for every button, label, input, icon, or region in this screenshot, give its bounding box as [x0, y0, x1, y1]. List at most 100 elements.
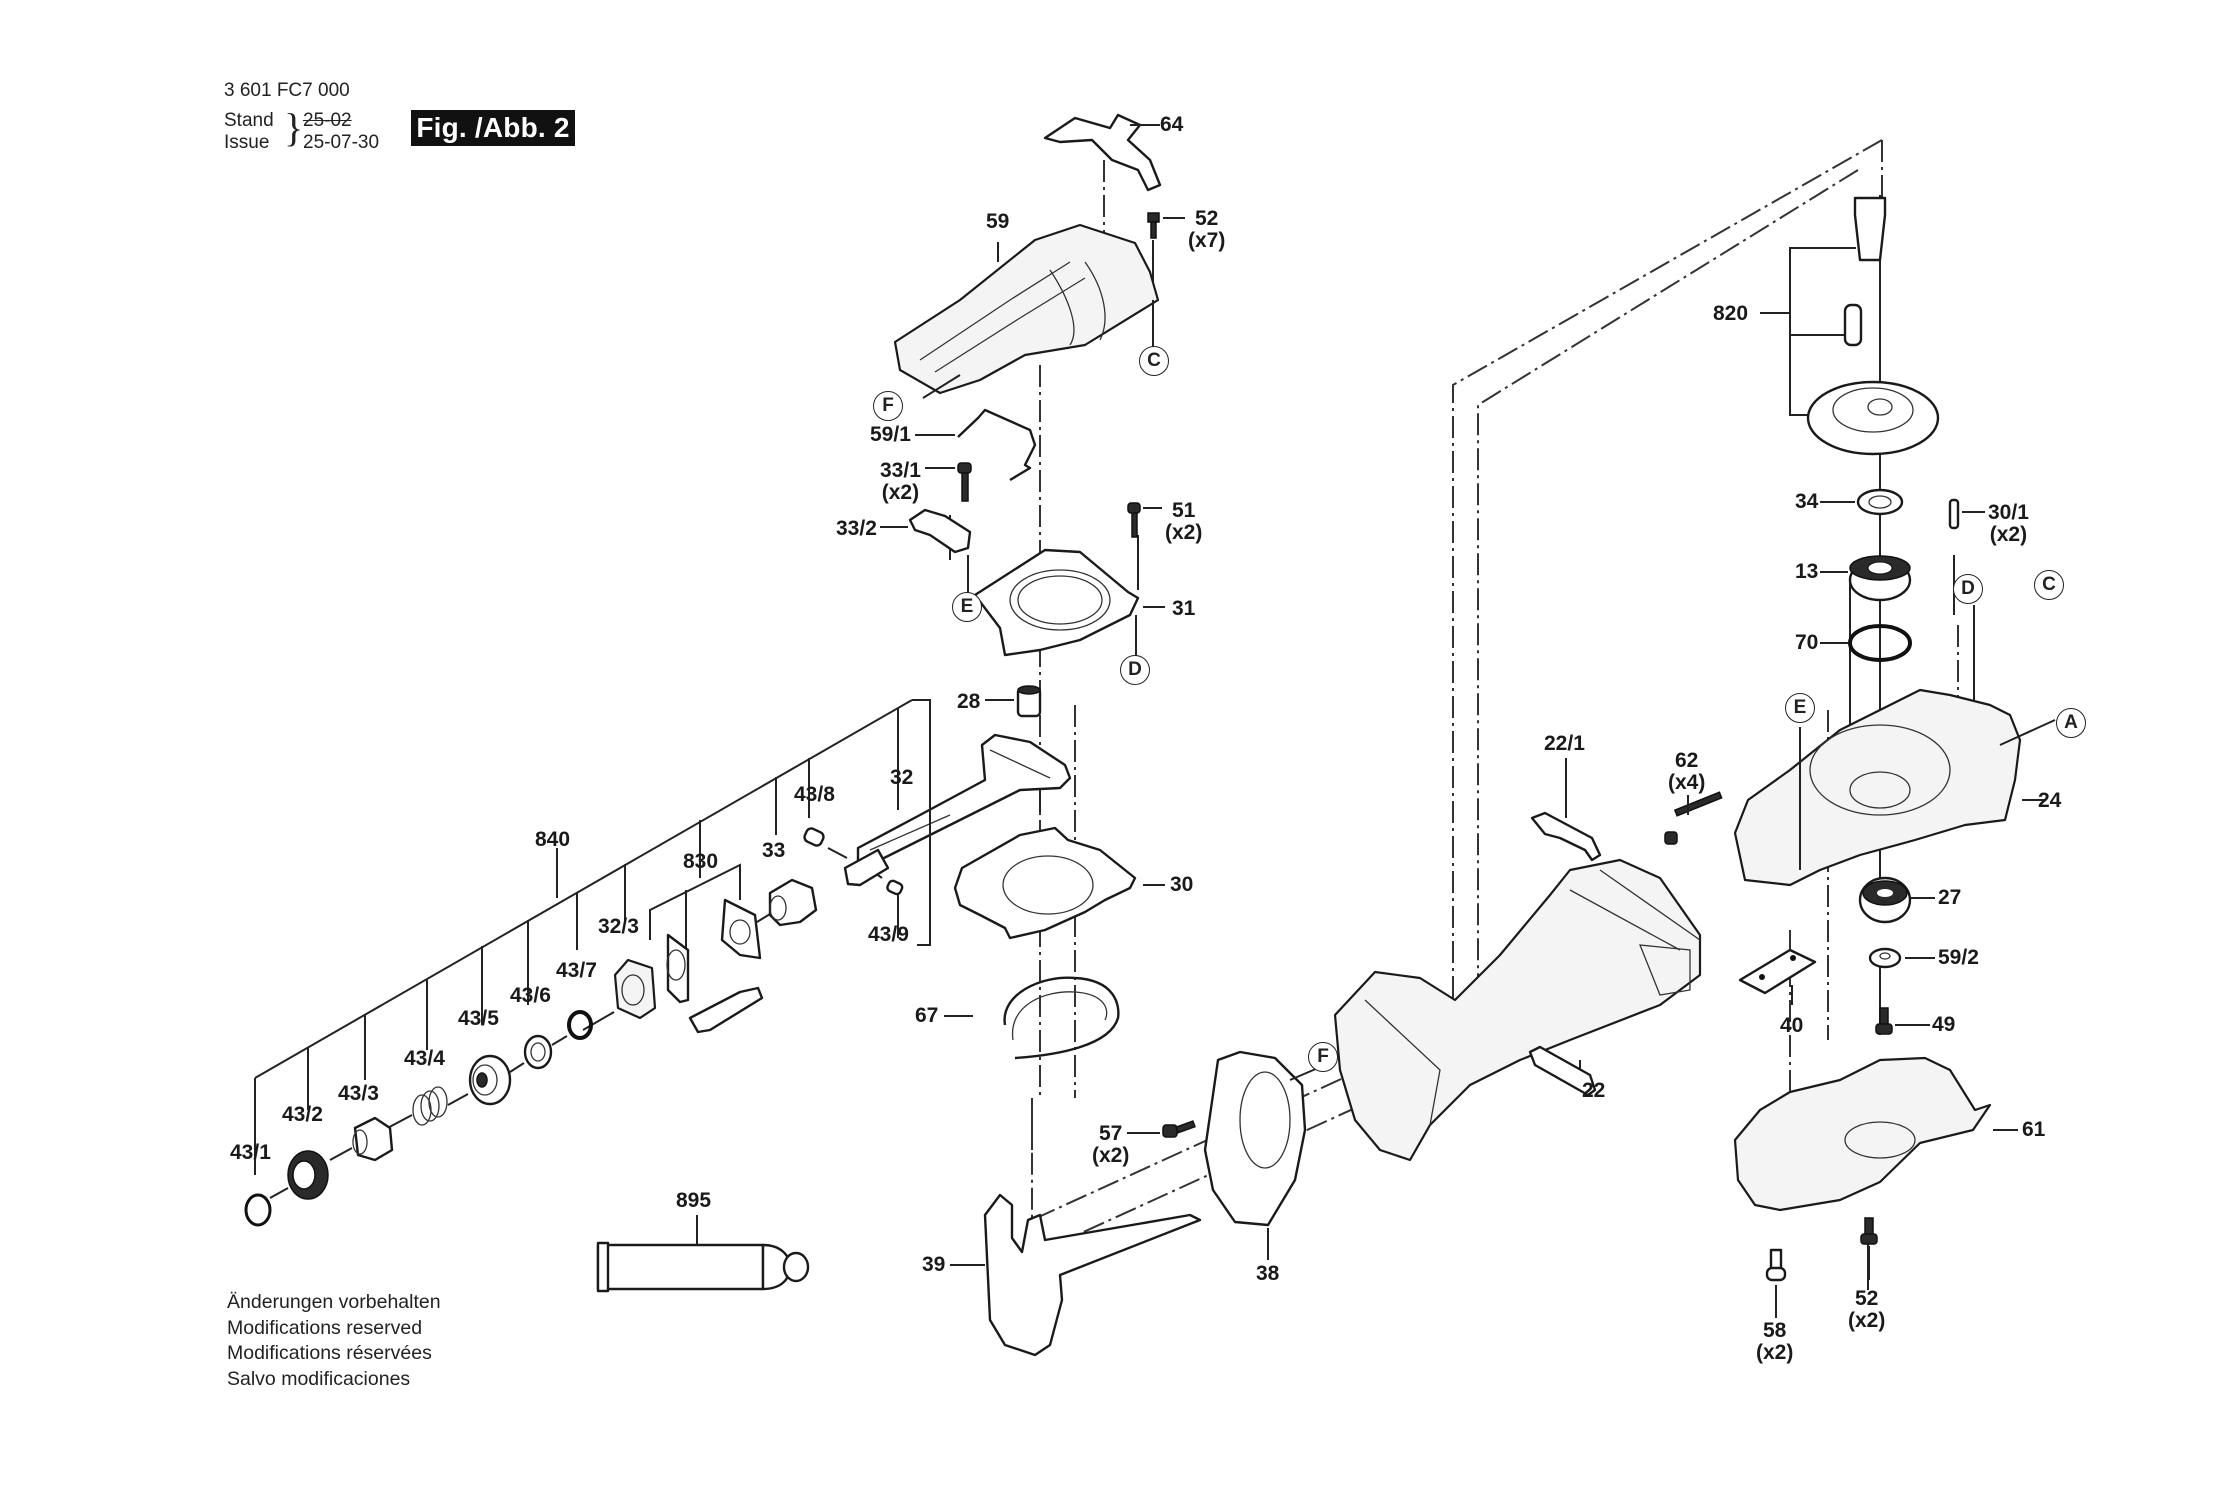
part-70-ring [1820, 624, 1912, 662]
stand-label: Stand [224, 110, 274, 131]
part-27-bearing [1858, 876, 1935, 924]
marker-e-right: E [1785, 693, 1815, 723]
part-67-ring [944, 976, 1120, 1060]
part-43-4-spring [379, 1086, 448, 1133]
part-number: 3 601 FC7 000 [224, 80, 350, 101]
marker-f-top: F [873, 391, 903, 421]
label-24: 24 [2038, 789, 2062, 812]
note-es: Salvo modificaciones [227, 1367, 411, 1390]
part-31-plate [973, 502, 1165, 657]
part-43-7-circlip [551, 1010, 593, 1046]
label-43-3: 43/3 [338, 1082, 379, 1105]
part-30-gasket [953, 826, 1165, 940]
marker-d-left: D [1120, 655, 1150, 685]
marker-f-mid: F [1308, 1042, 1338, 1072]
label-33: 33 [762, 839, 786, 862]
part-64-clip [1043, 113, 1162, 192]
part-38-endcap [1203, 1050, 1307, 1260]
part-22-main-housing [1333, 858, 1702, 1162]
label-51: 51(x2) [1165, 499, 1203, 544]
note-de: Änderungen vorbehalten [227, 1291, 441, 1313]
figure-label: Fig. /Abb. 2 [411, 110, 575, 146]
marker-c-right: C [2034, 570, 2064, 600]
label-59: 59 [986, 210, 1010, 233]
part-58-screw [1765, 1248, 1787, 1318]
label-62: 62(x4) [1668, 749, 1706, 794]
label-49: 49 [1932, 1013, 1956, 1036]
marker-a-right: A [2056, 708, 2086, 738]
label-61: 61 [2022, 1118, 2046, 1141]
part-30-1-pin [1948, 498, 1985, 530]
old-date: 25-02 [303, 110, 352, 131]
label-32: 32 [890, 766, 914, 789]
label-59-1: 59/1 [870, 423, 911, 446]
part-820-gear-group [1760, 196, 1940, 456]
label-59-2: 59/2 [1938, 946, 1979, 969]
part-33-block [756, 878, 818, 927]
brace-symbol: } [284, 105, 304, 150]
label-28: 28 [957, 690, 981, 713]
label-58: 58(x2) [1756, 1319, 1794, 1364]
part-43-3-sleeve [329, 1116, 394, 1162]
part-895-grease-tube [596, 1215, 810, 1293]
label-820: 820 [1713, 302, 1749, 325]
part-22-1-clip [1528, 758, 1602, 1097]
marker-c-top: C [1139, 346, 1169, 376]
part-32-rocker-shaft [856, 733, 1072, 867]
label-70: 70 [1795, 631, 1819, 654]
label-38: 38 [1256, 1262, 1280, 1285]
label-43-8: 43/8 [794, 783, 835, 806]
label-43-2: 43/2 [282, 1103, 323, 1126]
part-43-6-washer [509, 1034, 553, 1073]
label-830: 830 [683, 850, 719, 873]
label-39: 39 [922, 1253, 946, 1276]
label-43-1: 43/1 [230, 1141, 271, 1164]
label-40: 40 [1780, 1014, 1804, 1037]
part-57-screw [1127, 1120, 1196, 1138]
part-62-screw [1664, 791, 1723, 845]
part-28-sleeve [985, 685, 1042, 718]
bracket-840 [254, 699, 931, 1175]
label-52-bottom: 52(x2) [1848, 1287, 1886, 1332]
label-34: 34 [1795, 490, 1819, 513]
label-895: 895 [676, 1189, 712, 1212]
label-52-top: 52(x7) [1188, 207, 1226, 252]
label-43-5: 43/5 [458, 1007, 499, 1030]
label-43-6: 43/6 [510, 984, 551, 1007]
part-59-2-washer [1868, 947, 1935, 969]
note-en: Modifications reserved [227, 1316, 423, 1339]
part-52-bottom-screw [1860, 1217, 1878, 1280]
label-30-1: 30/1(x2) [1988, 501, 2029, 546]
part-13-bearing [1820, 555, 1912, 602]
marker-d-right: D [1953, 574, 1983, 604]
part-59-housing [893, 223, 1160, 395]
part-34-washer [1820, 488, 1904, 516]
label-43-4: 43/4 [404, 1047, 445, 1070]
label-27: 27 [1938, 886, 1962, 909]
label-33-1: 33/1(x2) [880, 459, 921, 504]
label-840: 840 [535, 828, 571, 851]
label-22: 22 [1582, 1079, 1606, 1102]
label-57: 57(x2) [1092, 1122, 1130, 1167]
part-32-3-seal [582, 958, 657, 1031]
label-13: 13 [1795, 560, 1819, 583]
label-32-3: 32/3 [598, 915, 639, 938]
issue-label: Issue [224, 132, 270, 153]
part-43-8-pin [803, 827, 848, 859]
part-43-5-bearing [447, 1054, 512, 1106]
label-43-7: 43/7 [556, 959, 597, 982]
marker-leaders [922, 300, 1801, 1081]
part-49-screw [1875, 1007, 1930, 1035]
part-40-plate [1738, 948, 1817, 1005]
part-59-1-bracket [915, 408, 1037, 482]
part-61-lower-cover [1733, 1056, 2018, 1212]
modifications-notice: Änderungen vorbehalten Modifications res… [227, 1290, 441, 1392]
part-43-1-oring [244, 1193, 272, 1227]
issue-date: 25-07-30 [303, 132, 380, 153]
label-64: 64 [1160, 113, 1184, 136]
screw-52-top [1147, 212, 1185, 239]
part-43-2-nut [269, 1150, 329, 1200]
part-32-sleeve [843, 848, 890, 887]
